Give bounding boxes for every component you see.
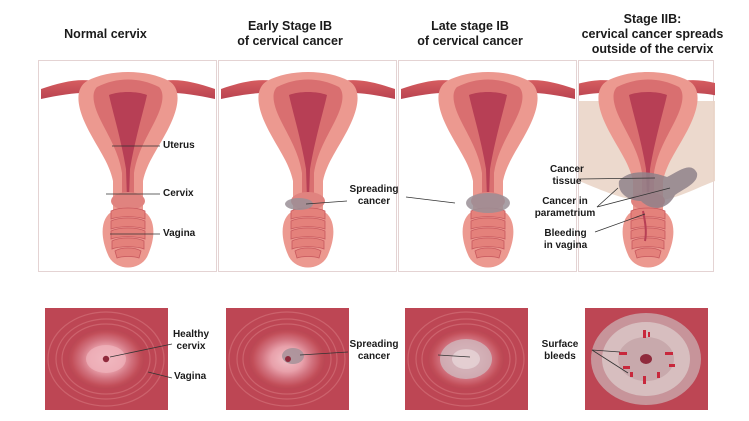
title-early-stage-ib: Early Stage IB of cervical cancer bbox=[237, 19, 343, 48]
label-cervix: Cervix bbox=[163, 188, 194, 199]
label-cancer-tissue: Cancer tissue bbox=[550, 164, 584, 187]
title-normal-cervix: Normal cervix bbox=[64, 27, 147, 41]
title-late-stage-ib: Late stage IB of cervical cancer bbox=[417, 19, 523, 48]
cervix-view-late bbox=[405, 308, 528, 410]
label-cancer-parametrium: Cancer in parametrium bbox=[534, 196, 596, 219]
label-uterus: Uterus bbox=[163, 140, 195, 151]
label-spreading-cancer-view: Spreading cancer bbox=[349, 339, 399, 362]
anatomy-panel-stage-iib bbox=[578, 60, 715, 272]
bleeding-streak bbox=[642, 210, 647, 242]
anatomy-panel-late-ib bbox=[398, 60, 577, 272]
label-spreading-cancer-anatomy-early: Spreading cancer bbox=[349, 184, 399, 207]
anatomy-panel-normal bbox=[38, 60, 217, 272]
cervix-view-stage-iib bbox=[585, 308, 708, 410]
cervix-view-early bbox=[226, 308, 349, 410]
label-vagina-view: Vagina bbox=[174, 371, 207, 382]
cervical-os bbox=[102, 355, 110, 363]
tumor-early bbox=[285, 198, 313, 210]
anatomy-panel-early-ib bbox=[218, 60, 397, 272]
tumor-stage-iib bbox=[618, 167, 698, 208]
cervix-view-healthy bbox=[45, 308, 168, 410]
label-surface-bleeds: Surface bleeds bbox=[541, 339, 579, 362]
cervical-os bbox=[640, 354, 652, 364]
label-bleeding-vagina: Bleeding in vagina bbox=[543, 228, 588, 251]
label-vagina: Vagina bbox=[163, 228, 196, 239]
title-stage-iib: Stage IIB: cervical cancer spreads outsi… bbox=[581, 12, 724, 56]
tumor-late bbox=[466, 193, 510, 213]
surface-bleed-spots bbox=[619, 330, 675, 384]
label-healthy-cervix: Healthy cervix bbox=[172, 329, 210, 352]
cervical-os bbox=[285, 356, 291, 362]
